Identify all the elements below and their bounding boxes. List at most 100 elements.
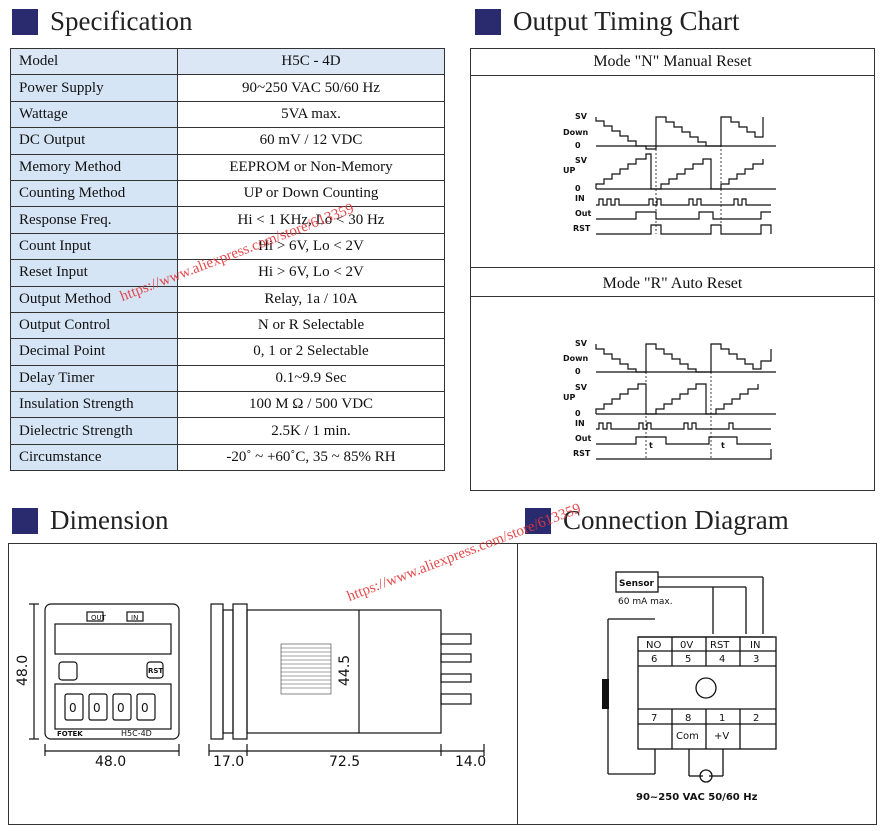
svg-text:RST: RST [573,449,591,458]
svg-text:RST: RST [710,640,730,651]
svg-text:3: 3 [753,654,759,665]
svg-text:RST: RST [148,667,163,675]
svg-text:48.0: 48.0 [15,655,31,686]
connection-box: Sensor 60 mA max. NO 0V RST IN 6 5 4 3 7… [517,543,877,825]
timing-section-title: Output Timing Chart [475,6,740,37]
spec-key: Circumstance [10,443,178,472]
spec-key: Memory Method [10,153,178,181]
spec-value: Hi < 1 KHz, Lo < 30 Hz [177,206,445,234]
spec-key: Counting Method [10,179,178,208]
connection-section-title: Connection Diagram [525,505,789,536]
svg-text:44.5: 44.5 [337,655,353,686]
timing-title: Output Timing Chart [513,6,740,36]
spec-value: -20˚ ~ +60˚C, 35 ~ 85% RH [177,443,445,472]
svg-text:Down: Down [563,128,589,137]
spec-title: Specification [50,6,193,36]
svg-text:1: 1 [719,713,725,724]
timing-chart-box: Mode "N" Manual Reset Mode "R" Auto Rese… [470,48,875,491]
svg-text:H5C-4D: H5C-4D [121,729,152,738]
spec-key: Response Freq. [10,206,178,234]
svg-text:90~250 VAC 50/60 Hz: 90~250 VAC 50/60 Hz [636,792,758,803]
svg-text:17.0: 17.0 [213,754,244,770]
spec-value: UP or Down Counting [177,179,445,208]
svg-text:Down: Down [563,354,589,363]
svg-text:0V: 0V [680,640,693,651]
timing-diagrams: SV Down 0 UP SV 0 IN Out RST SV D [563,112,776,460]
spec-key: Output Method [10,285,178,313]
svg-text:6: 6 [651,654,657,665]
spec-value: N or R Selectable [177,311,445,340]
svg-text:0: 0 [117,701,125,715]
spec-key: Dielectric Strength [10,417,178,445]
dimension-section-title: Dimension [12,505,169,536]
svg-text:t: t [649,441,653,450]
svg-text:7: 7 [651,713,657,724]
mode-n-diagram [595,116,776,235]
svg-text:UP: UP [563,393,575,402]
svg-text:SV: SV [575,339,588,348]
connection-drawing: Sensor 60 mA max. NO 0V RST IN 6 5 4 3 7… [602,571,777,803]
svg-text:Out: Out [575,209,591,218]
svg-text:0: 0 [575,141,581,150]
svg-text:72.5: 72.5 [329,754,360,770]
spec-section-title: Specification [12,6,192,37]
svg-text:14.0: 14.0 [455,754,486,770]
svg-text:IN: IN [575,419,585,428]
spec-value: 2.5K / 1 min. [177,417,445,445]
svg-text:2: 2 [753,713,759,724]
svg-text:0: 0 [575,367,581,376]
spec-value: H5C - 4D [177,47,445,76]
svg-text:4: 4 [719,654,725,665]
spec-value: 90~250 VAC 50/60 Hz [177,74,445,102]
svg-text:IN: IN [575,194,585,203]
svg-text:48.0: 48.0 [95,754,126,770]
spec-value: 100 M Ω / 500 VDC [177,391,445,419]
svg-text:Com: Com [676,731,699,742]
connection-title: Connection Diagram [563,505,789,535]
section-square-icon [525,507,551,534]
svg-text:t: t [721,441,725,450]
spec-value: 0, 1 or 2 Selectable [177,338,445,366]
spec-row: Response Freq.Hi < 1 KHz, Lo < 30 Hz [10,206,445,234]
mode-n-heading: Mode "N" Manual Reset [593,53,752,70]
svg-text:NO: NO [646,640,661,651]
svg-text:SV: SV [575,383,588,392]
dimension-box: OUT IN RST 0 0 0 0 FOTEK H5C-4D 48.0 48.… [8,543,519,825]
section-square-icon [12,507,38,534]
spec-key: Delay Timer [10,364,178,393]
mode-r-diagram [595,343,776,460]
spec-value: 60 mV / 12 VDC [177,127,445,155]
spec-key: Insulation Strength [10,391,178,419]
section-square-icon [12,8,38,35]
svg-text:5: 5 [685,654,691,665]
spec-value: EEPROM or Non-Memory [177,153,445,181]
spec-key: Output Control [10,311,178,340]
svg-text:Sensor: Sensor [619,579,655,589]
svg-text:0: 0 [93,701,101,715]
mode-r-heading: Mode "R" Auto Reset [602,275,743,292]
dimension-title: Dimension [50,505,169,535]
svg-text:SV: SV [575,112,588,121]
svg-text:Out: Out [575,434,591,443]
svg-text:IN: IN [131,614,138,622]
spec-value: 0.1~9.9 Sec [177,364,445,393]
svg-text:OUT: OUT [91,614,107,622]
spec-value: 5VA max. [177,100,445,129]
svg-text:0: 0 [575,409,581,418]
svg-text:+V: +V [714,731,729,742]
svg-text:60 mA max.: 60 mA max. [618,597,673,607]
svg-text:RST: RST [573,224,591,233]
section-square-icon [475,8,501,35]
spec-value: Relay, 1a / 10A [177,285,445,313]
svg-text:8: 8 [685,713,691,724]
